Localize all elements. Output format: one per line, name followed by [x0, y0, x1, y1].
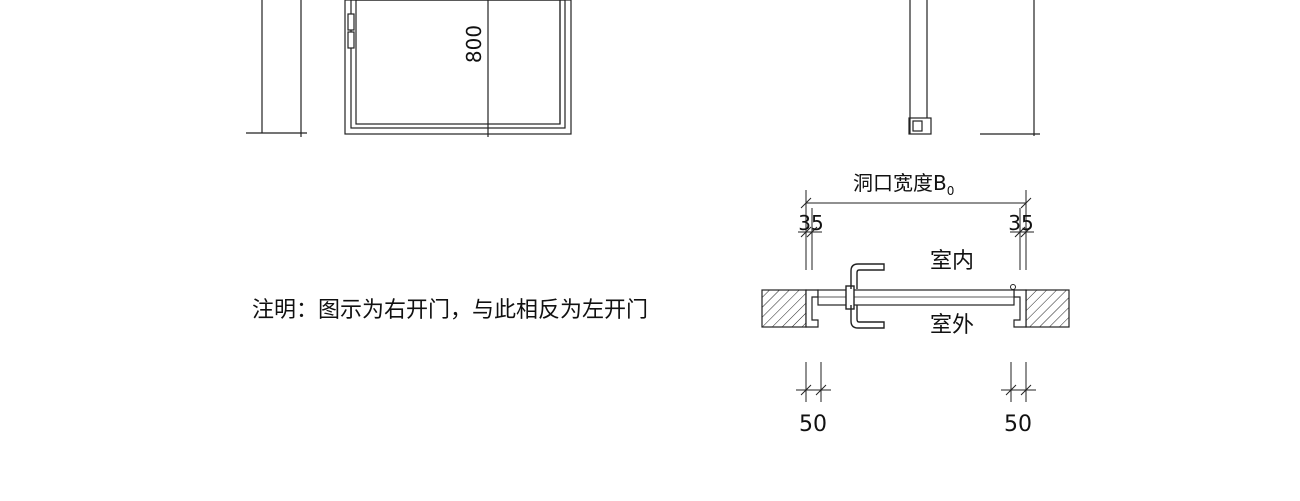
wall-depth-left: 50	[799, 412, 827, 437]
door-side-section	[908, 0, 1040, 136]
wall-depth-dimension-lines	[796, 362, 1036, 402]
frame-offset-left: 35	[798, 211, 823, 235]
elevation-height-dimension: 800	[462, 25, 486, 63]
door-elevation	[246, 0, 572, 137]
frame-offset-dimension-lines	[798, 208, 1034, 270]
door-swing-note: 注明：图示为右开门，与此相反为左开门	[252, 298, 648, 323]
wall-left	[761, 289, 807, 328]
opening-width-dimension-line	[800, 190, 1032, 270]
side-outdoor-label: 室外	[930, 313, 974, 338]
door-leaf	[817, 289, 1015, 306]
door-handle	[845, 263, 885, 329]
side-indoor-label: 室内	[930, 249, 974, 274]
frame-offset-right: 35	[1008, 211, 1033, 235]
wall-right	[1025, 289, 1070, 328]
wall-depth-right: 50	[1004, 412, 1032, 437]
opening-width-label: 洞口宽度B0	[853, 171, 954, 198]
